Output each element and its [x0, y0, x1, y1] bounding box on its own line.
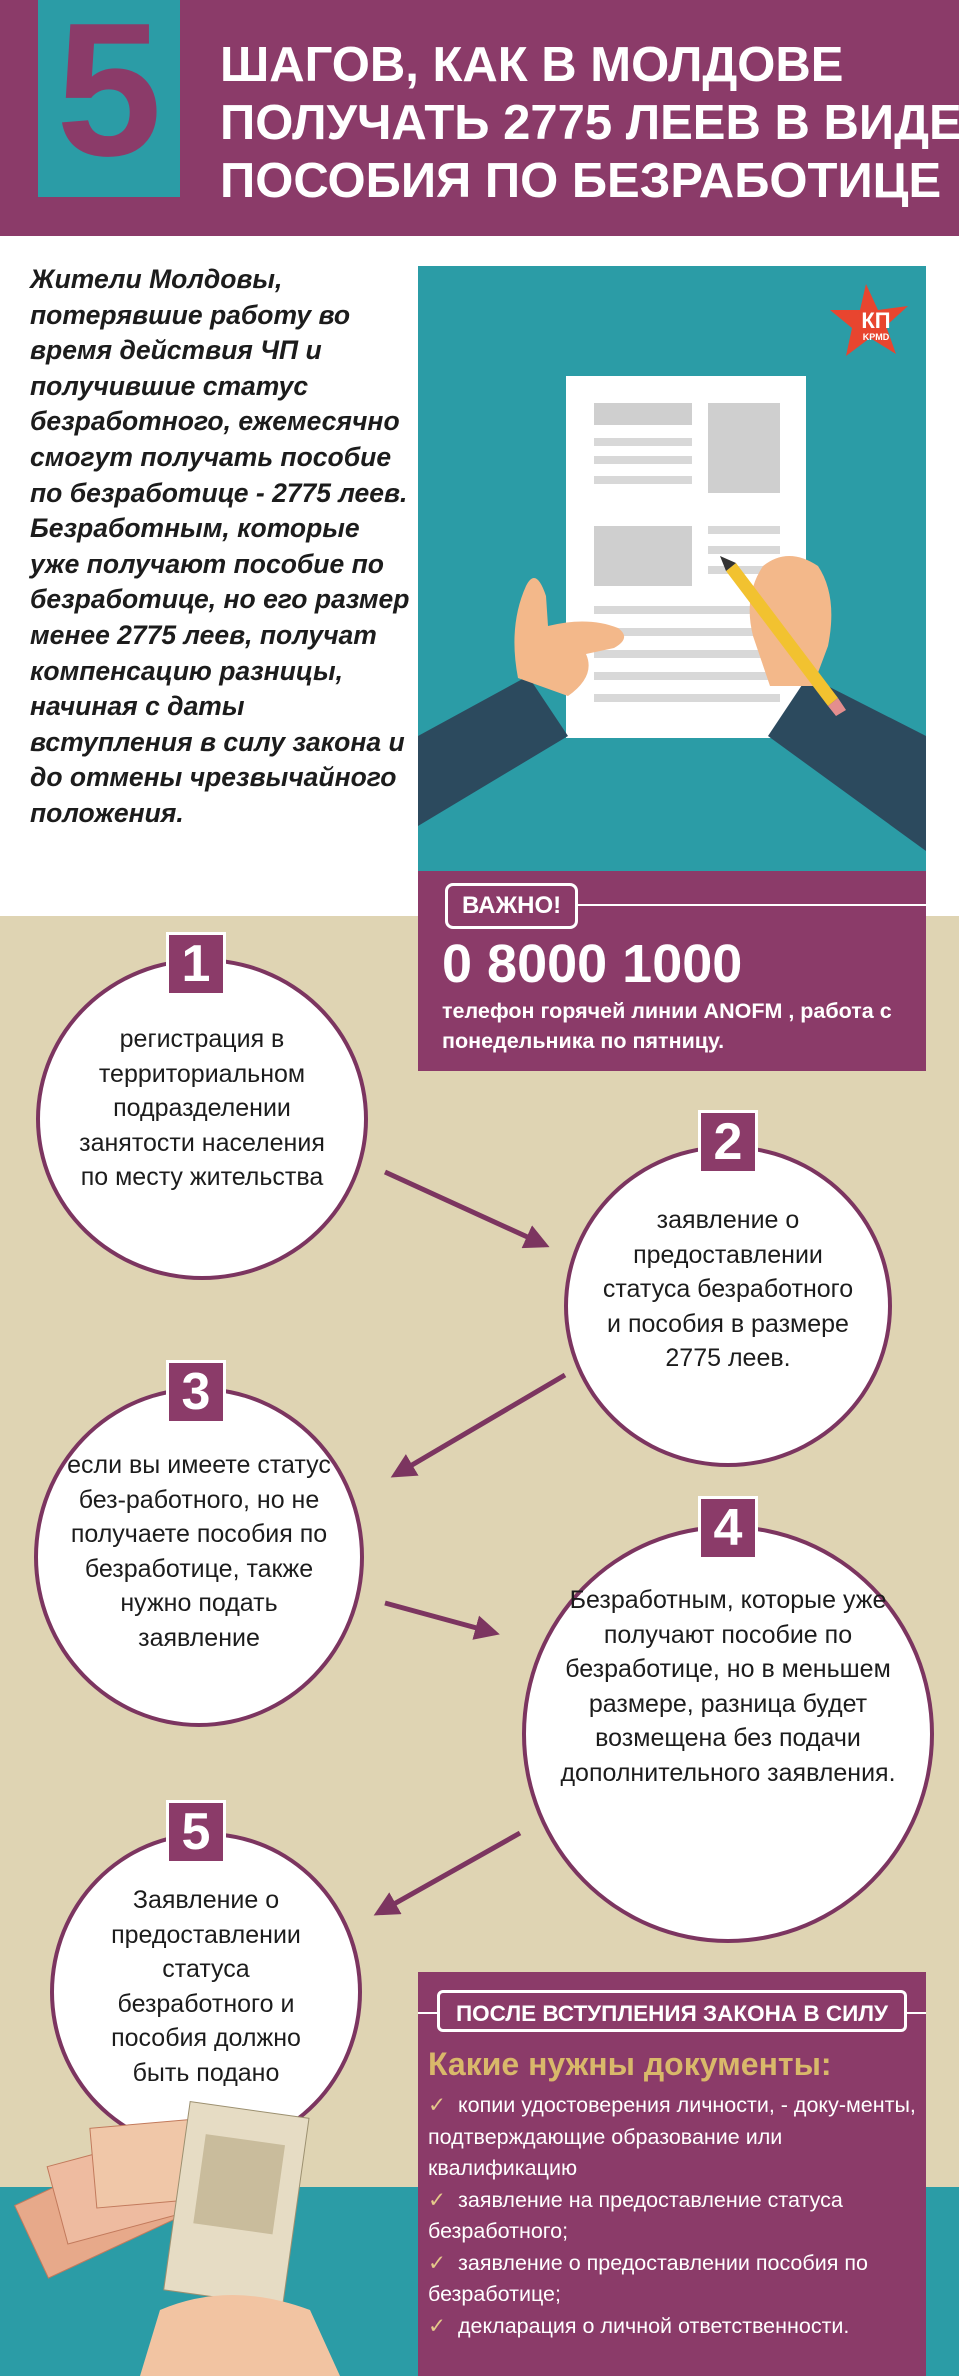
- check-icon: ✓: [428, 2093, 447, 2117]
- important-divider: [445, 904, 926, 906]
- step-4-number: 4: [698, 1496, 758, 1560]
- document-signing-illustration: [418, 284, 926, 851]
- document-item: ✓копии удостоверения личности, - доку-ме…: [428, 2093, 916, 2180]
- kp-logo: КП: [861, 308, 891, 333]
- important-tag: ВАЖНО!: [445, 883, 579, 929]
- after-law-panel: [418, 1972, 926, 2376]
- document-item: ✓декларация о личной ответственности.: [428, 2313, 850, 2338]
- documents-title: Какие нужны документы:: [428, 2046, 832, 2082]
- step-1-text: регистрация в территориальном подразделе…: [79, 1025, 325, 1191]
- step-1-number: 1: [166, 932, 226, 996]
- arrow-4-5: [373, 1830, 522, 1916]
- document-item: ✓заявление на предоставление статуса без…: [428, 2187, 843, 2244]
- step-4-text: Безработным, которые уже получают пособи…: [560, 1586, 896, 1787]
- step-5-text: Заявление о предоставлении статуса безра…: [111, 1886, 301, 2087]
- after-law-tag: ПОСЛЕ ВСТУПЛЕНИЯ ЗАКОНА В СИЛУ: [437, 1990, 907, 2032]
- arrow-2-3: [390, 1372, 567, 1478]
- hotline-description: телефон горячей линии ANOFM , работа с п…: [442, 999, 892, 1053]
- arrow-3-4: [384, 1600, 500, 1640]
- title-line: ПОСОБИЯ ПО БЕЗРАБОТИЦЕ: [220, 154, 942, 208]
- title-line: ПОЛУЧАТЬ 2775 ЛЕЕВ В ВИДЕ: [220, 96, 959, 150]
- check-icon: ✓: [428, 2313, 447, 2338]
- step-2-text: заявление о предоставлении статуса безра…: [602, 1206, 854, 1372]
- hotline-phone: 0 8000 1000: [442, 934, 743, 994]
- step-4-circle: [522, 1525, 934, 1943]
- step-2-circle: [564, 1145, 892, 1467]
- page-title: ШАГОВ, КАК В МОЛДОВЕ ПОЛУЧАТЬ 2775 ЛЕЕВ …: [220, 36, 959, 210]
- header-number-box: [38, 0, 180, 197]
- intro-text: Жители Молдовы, потерявшие работу во вре…: [30, 264, 410, 828]
- document-illustration: КП KPMD: [418, 266, 926, 871]
- step-1-circle: [36, 958, 368, 1280]
- documents-list: ✓копии удостоверения личности, - доку-ме…: [428, 2090, 923, 2342]
- check-icon: ✓: [428, 2187, 447, 2212]
- header-number: 5: [56, 0, 162, 196]
- check-icon: ✓: [428, 2250, 447, 2275]
- money-illustration: [13, 2101, 340, 2376]
- step-3-number: 3: [166, 1360, 226, 1424]
- document-item: ✓заявление о предоставлении пособия по б…: [428, 2250, 868, 2307]
- arrow-1-2: [383, 1169, 550, 1249]
- step-5-number: 5: [166, 1800, 226, 1864]
- step-3-text: если вы имеете статус без-работного, но …: [67, 1451, 331, 1652]
- step-2-number: 2: [698, 1110, 758, 1174]
- kp-logo-subtext: KPMD: [862, 332, 890, 342]
- title-line: ШАГОВ, КАК В МОЛДОВЕ: [220, 38, 844, 92]
